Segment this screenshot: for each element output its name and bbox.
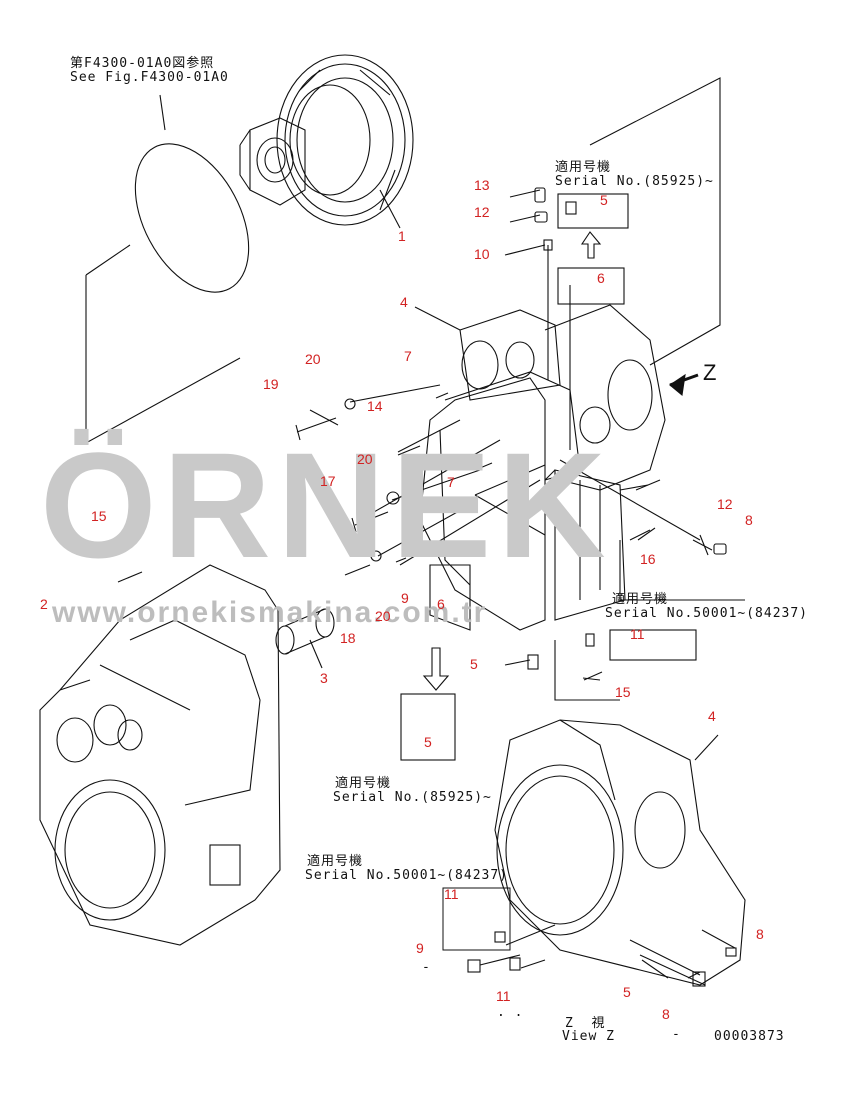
callout-8: 8 [745, 512, 753, 528]
callout-4: 4 [708, 708, 716, 724]
callout-5: 5 [600, 192, 608, 208]
callout-4: 4 [400, 294, 408, 310]
callout-7: 7 [404, 348, 412, 364]
o-ring [134, 143, 250, 293]
serial-top-en: Serial No.(85925)~ [555, 174, 714, 189]
dot-marks: . . [497, 1005, 524, 1020]
callout-3: 3 [320, 670, 328, 686]
z-arrow-label: Z [703, 360, 717, 385]
callout-5: 5 [470, 656, 478, 672]
callout-15: 15 [91, 508, 107, 524]
view-z-en: View Z [562, 1029, 615, 1044]
serial-mid-jp: 適用号機 [335, 776, 392, 791]
callout-12: 12 [474, 204, 490, 220]
callout-2: 2 [40, 596, 48, 612]
callout-20: 20 [357, 451, 373, 467]
callout-8: 8 [662, 1006, 670, 1022]
serial-left-jp: 適用号機 [307, 854, 364, 869]
callout-7: 7 [447, 474, 455, 490]
serial-right-jp: 適用号機 [612, 592, 669, 607]
callout-9: 9 [416, 940, 424, 956]
callout-11: 11 [630, 626, 645, 642]
dash-mark: - [422, 960, 431, 975]
watermark-brand: ÖRNEK [40, 421, 612, 589]
callout-14: 14 [367, 398, 383, 414]
serial-top-jp: 適用号機 [555, 160, 612, 175]
callout-20: 20 [375, 608, 391, 624]
callout-19: 19 [263, 376, 279, 392]
view-z-jp: Z 視 [565, 1016, 606, 1031]
dash-mark: - [672, 1027, 681, 1042]
callout-5: 5 [623, 984, 631, 1000]
callout-12: 12 [717, 496, 733, 512]
watermark-site: www.ornekismakina.com.tr [52, 596, 488, 629]
callout-10: 10 [474, 246, 490, 262]
rear-housing [39, 564, 281, 946]
callout-11: 11 [496, 988, 511, 1004]
callout-6: 6 [597, 270, 605, 286]
fasteners [117, 187, 727, 681]
callout-5: 5 [424, 734, 432, 750]
serial-left-en: Serial No.50001~(84237) [305, 868, 509, 883]
callout-1: 1 [398, 228, 406, 244]
sleeve [275, 608, 335, 669]
serial-right-en: Serial No.50001~(84237) [605, 606, 809, 621]
drawing-number: 00003873 [714, 1029, 785, 1044]
callout-8: 8 [756, 926, 764, 942]
callout-13: 13 [474, 177, 490, 193]
top-ref-jp: 第F4300-01A0図参照 [70, 56, 215, 71]
callout-15: 15 [615, 684, 631, 700]
torque-converter [239, 54, 414, 226]
serial-mid-en: Serial No.(85925)~ [333, 790, 492, 805]
callout-6: 6 [437, 596, 445, 612]
callout-17: 17 [320, 473, 336, 489]
top-ref-en: See Fig.F4300-01A0 [70, 70, 229, 85]
callout-16: 16 [640, 551, 656, 567]
callout-18: 18 [340, 630, 356, 646]
callout-11: 11 [444, 886, 459, 902]
callout-9: 9 [401, 590, 409, 606]
callout-20: 20 [305, 351, 321, 367]
